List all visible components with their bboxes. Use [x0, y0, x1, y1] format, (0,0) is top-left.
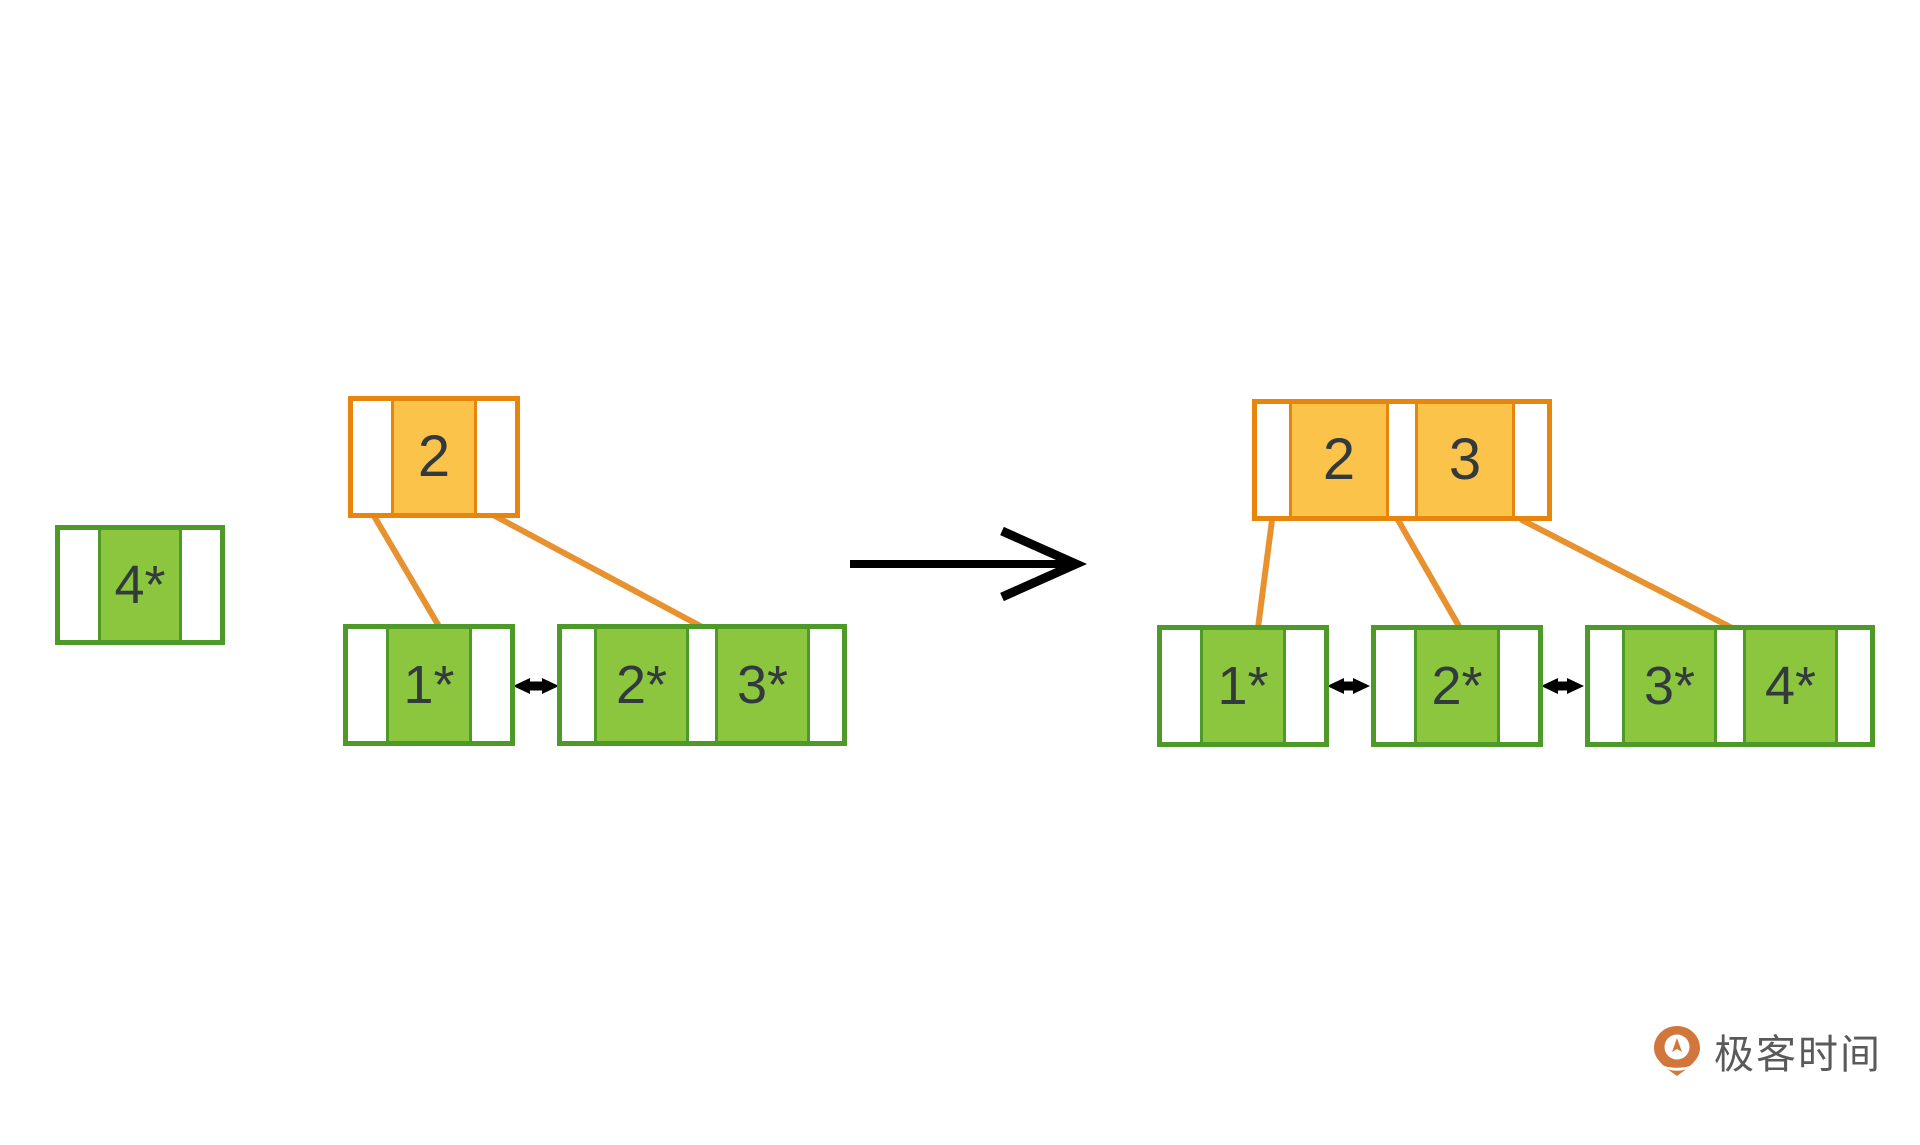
- transition-arrow: [850, 526, 1088, 602]
- root-cell-pointer: [1389, 404, 1415, 516]
- root-cell-pointer: [477, 401, 515, 513]
- after-root-node[interactable]: 2 3: [1252, 399, 1552, 521]
- link-right-root-to-leaf3: [1519, 517, 1739, 633]
- leaf-cell-key: 3*: [715, 629, 810, 741]
- watermark-text: 极客时间: [1714, 1032, 1882, 1078]
- root-cell-key: 2: [1289, 404, 1389, 516]
- leaf-cell-key: 1*: [386, 629, 472, 741]
- link-left-root-to-leaf1: [371, 513, 443, 631]
- root-cell-pointer: [1257, 404, 1289, 516]
- sibling-arrow-left-1: [513, 678, 559, 694]
- root-cell-pointer: [353, 401, 391, 513]
- node-cell-pointer: [60, 530, 98, 640]
- link-left-root-to-leaf2: [492, 513, 707, 631]
- node-cell-pointer: [182, 530, 220, 640]
- leaf-cell-key: 3*: [1622, 630, 1717, 742]
- geektime-logo-icon: [1654, 1026, 1700, 1076]
- leaf-cell-pointer: [1286, 630, 1324, 742]
- watermark: 极客时间: [1652, 1022, 1882, 1080]
- leaf-cell-pointer: [1376, 630, 1414, 742]
- inserted-record-node[interactable]: 4*: [55, 525, 225, 645]
- leaf-cell-key: 2*: [594, 629, 689, 741]
- sibling-arrow-right-1: [1327, 678, 1370, 694]
- leaf-cell-key: 4*: [1743, 630, 1838, 742]
- after-leaf-node-1[interactable]: 1*: [1157, 625, 1329, 747]
- before-leaf-node-2[interactable]: 2* 3*: [557, 624, 847, 746]
- root-cell-key: 3: [1415, 404, 1515, 516]
- leaf-cell-key: 2*: [1414, 630, 1500, 742]
- after-leaf-node-3[interactable]: 3* 4*: [1585, 625, 1875, 747]
- leaf-cell-pointer: [1838, 630, 1870, 742]
- leaf-cell-pointer: [810, 629, 842, 741]
- sibling-arrow-right-2: [1541, 678, 1584, 694]
- before-leaf-node-1[interactable]: 1*: [343, 624, 515, 746]
- root-cell-pointer: [1515, 404, 1547, 516]
- leaf-cell-pointer: [1500, 630, 1538, 742]
- link-right-root-to-leaf2: [1395, 517, 1463, 631]
- link-right-root-to-leaf1: [1255, 517, 1275, 631]
- leaf-cell-pointer: [689, 629, 715, 741]
- node-cell-key: 4*: [98, 530, 182, 640]
- leaf-cell-pointer: [1717, 630, 1743, 742]
- leaf-cell-key: 1*: [1200, 630, 1286, 742]
- leaf-cell-pointer: [1590, 630, 1622, 742]
- root-cell-key: 2: [391, 401, 477, 513]
- leaf-cell-pointer: [1162, 630, 1200, 742]
- leaf-cell-pointer: [562, 629, 594, 741]
- after-leaf-node-2[interactable]: 2*: [1371, 625, 1543, 747]
- leaf-cell-pointer: [348, 629, 386, 741]
- before-root-node[interactable]: 2: [348, 396, 520, 518]
- leaf-cell-pointer: [472, 629, 510, 741]
